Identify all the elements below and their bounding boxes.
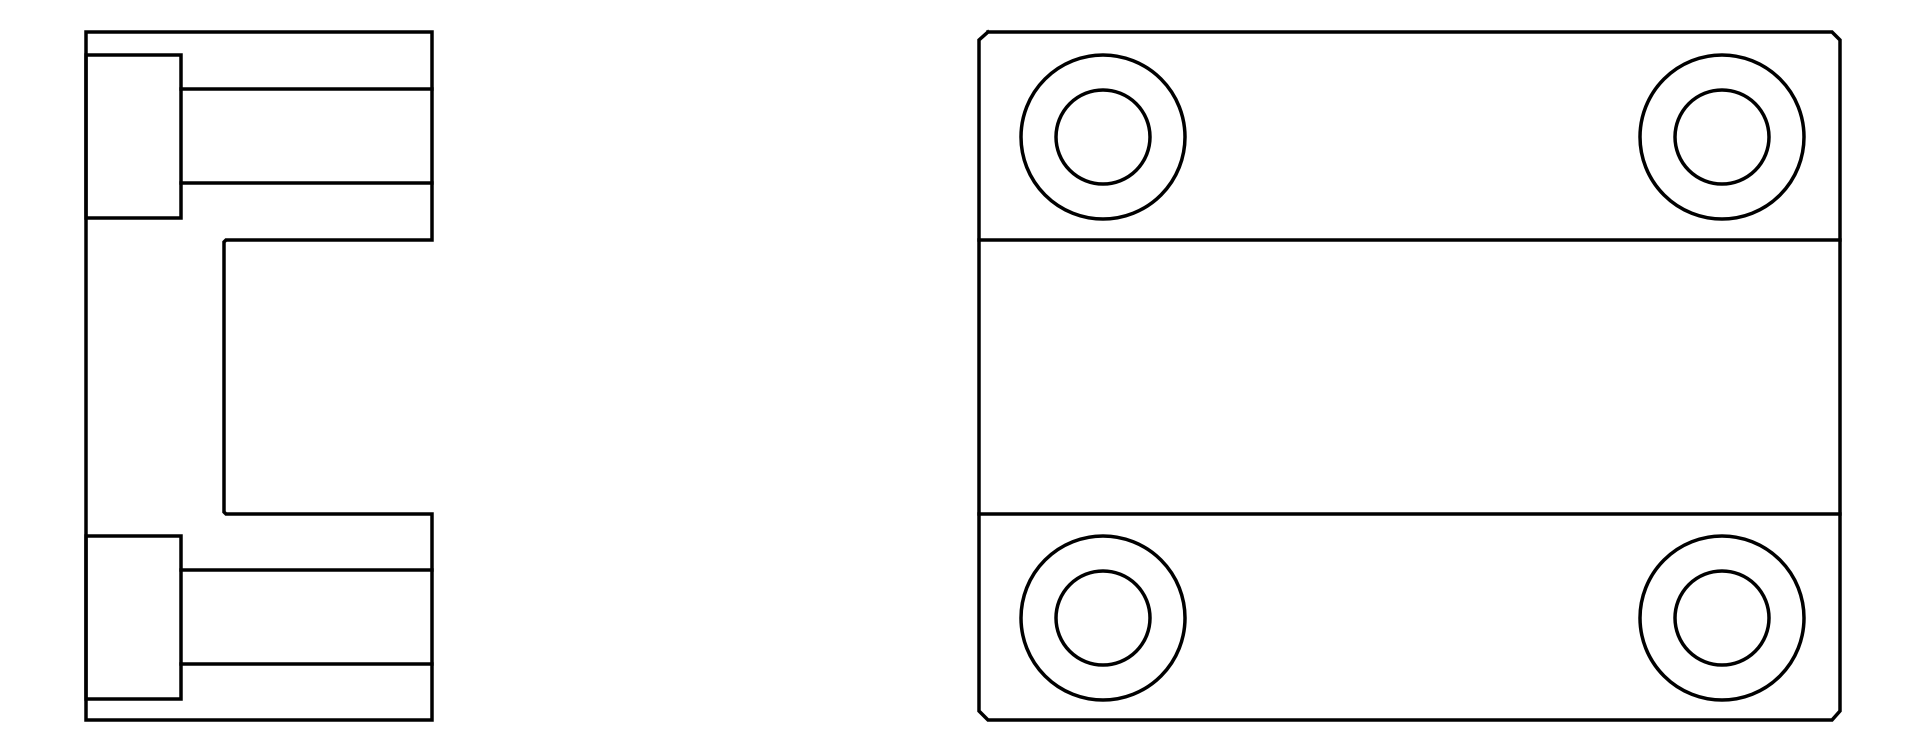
top-bolt-head <box>84 53 183 220</box>
counterbore-circle <box>1019 534 1187 702</box>
bottom-bolt-head <box>84 534 183 701</box>
bolt-hole-bottom-right <box>1638 534 1806 702</box>
bolt-hole-bottom-left <box>1019 534 1187 702</box>
top-view-outline <box>977 29 1842 722</box>
counterbore-circle <box>1638 534 1806 702</box>
bolt-hole-top-left <box>1019 53 1187 221</box>
bottom-bolt <box>84 534 434 701</box>
top-bolt <box>84 53 434 220</box>
counterbore-circle <box>1019 53 1187 221</box>
through-hole-circle <box>1673 88 1771 186</box>
top-view <box>977 29 1842 722</box>
through-hole-circle <box>1673 569 1771 667</box>
through-hole-circle <box>1054 88 1152 186</box>
bolt-hole-top-right <box>1638 53 1806 221</box>
counterbore-circle <box>1638 53 1806 221</box>
side-view-outline <box>84 30 434 722</box>
through-hole-circle <box>1054 569 1152 667</box>
side-view <box>84 30 434 722</box>
